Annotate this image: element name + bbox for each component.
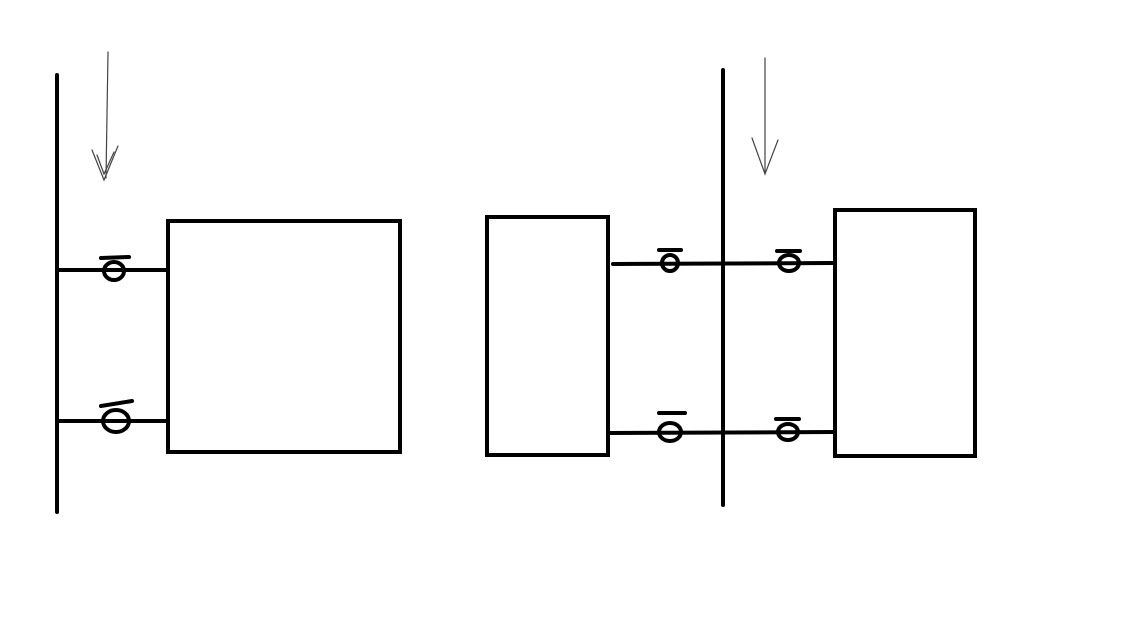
right-supply-pipe: [611, 261, 834, 266]
left-return-valve-icon: [99, 399, 134, 434]
left-supply-valve-icon: [99, 255, 131, 282]
right-flow-arrow-icon: [751, 57, 779, 176]
right-radiator-right: [833, 208, 977, 458]
left-schematic: [55, 51, 402, 514]
right-return-valve-right-icon: [774, 417, 801, 442]
right-schematic: [485, 57, 977, 507]
right-supply-valve-right-icon: [775, 249, 802, 273]
right-radiator-left: [485, 215, 610, 457]
right-return-pipe: [608, 430, 836, 435]
left-radiator: [166, 219, 402, 454]
left-flow-arrow-icon: [91, 51, 119, 182]
right-supply-valve-left-icon: [657, 248, 683, 273]
right-return-valve-left-icon: [657, 411, 687, 443]
